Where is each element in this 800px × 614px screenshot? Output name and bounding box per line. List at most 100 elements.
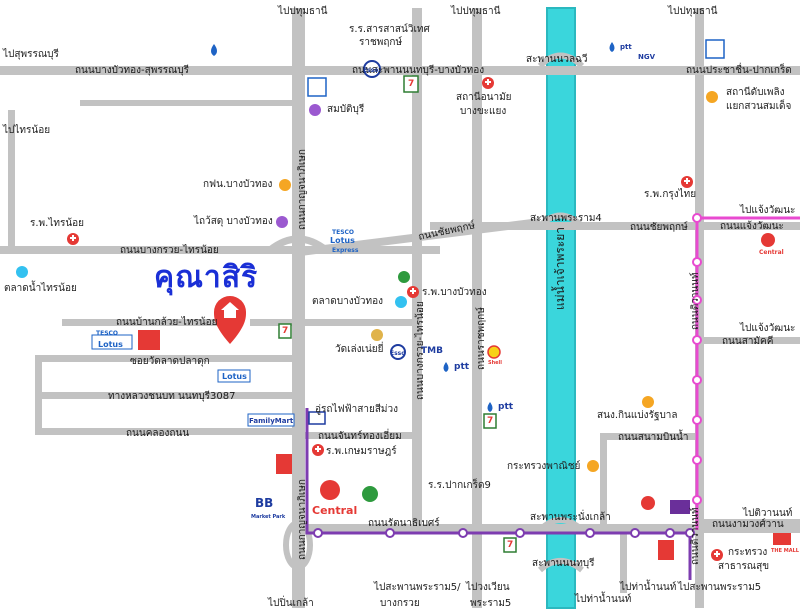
direction-label: ไปไทรน้อย — [3, 125, 51, 136]
direction-label: ไปสุพรรณบุรี — [3, 49, 59, 60]
direction-label: ไปท่าน้ำนนท์ — [575, 594, 632, 605]
wat-icon — [371, 329, 383, 341]
direction-label: พระราม5 — [470, 598, 512, 609]
river-label: แม่น้ำเจ้าพระยา — [553, 226, 567, 310]
place-label: สนง.กินแบ่งรัฐบาล — [597, 410, 678, 421]
road-label: ถนนสามัคคี — [722, 336, 774, 347]
road-label: ถนนบ้านกล้วย-ไทรน้อย — [116, 317, 218, 328]
direction-label: ไปปทุมธานี — [668, 6, 718, 17]
road-label: ซอยวัดลาดปลาดุก — [130, 356, 210, 367]
brand-label: Express — [332, 247, 359, 254]
place-label: ราชพฤกษ์ — [359, 37, 403, 48]
brand-label: TESCO — [96, 330, 119, 337]
brand-label: Lotus — [330, 236, 355, 245]
brand-label: Lotus — [222, 372, 247, 381]
home-pin-icon — [214, 296, 246, 344]
brand-label: NGV — [638, 53, 656, 61]
direction-label: ไปปิ่นเกล้า — [268, 598, 314, 609]
place-label: กฟน.บางบัวทอง — [203, 179, 273, 190]
brand-label: BB — [255, 496, 274, 510]
project-title: คุณาสิริ — [154, 260, 259, 295]
poi-purple — [276, 216, 288, 228]
brand-label: FamilyMart — [249, 417, 294, 425]
direction-label: ไปแจ้งวัฒนะ — [740, 205, 796, 216]
place-label: ไถว้สดุ บางบัวทอง — [194, 216, 273, 227]
brand-label: Esso — [390, 350, 406, 357]
place-label: บางขะแยง — [460, 106, 507, 117]
bridge-label: สะพานพระราม4 — [530, 213, 602, 224]
road-label: ถนนประชาชื่น-ปากเกร็ด — [686, 65, 792, 76]
direction-label: ไปแจ้งวัฒนะ — [740, 323, 796, 334]
poi-orange — [587, 460, 599, 472]
brand-label: Lotus — [98, 340, 123, 349]
road-label: ถนนบางบัวทอง-สุพรรณบุรี — [75, 65, 190, 76]
brand-label: 7 — [408, 79, 415, 89]
brand-label: 7 — [507, 540, 514, 550]
place-label: แยกสวนสมเด็จ — [726, 101, 792, 112]
brand-label: Central — [759, 249, 784, 256]
poi-purple — [309, 104, 321, 116]
brand-label: 7 — [282, 326, 289, 336]
road-label: ถนนงามวงศ์วาน — [712, 519, 784, 530]
brand-label: Esso — [363, 67, 379, 74]
place-label: ร.พ.เกษมราษฎร์ — [326, 446, 397, 457]
road-label: ถนนบางกรวย-ไทรน้อย — [120, 245, 219, 256]
brand-label: Market Park — [251, 514, 286, 520]
place-label: สถานีดับเพลิง — [726, 87, 785, 98]
place-label: ร.พ.ไทรน้อย — [30, 218, 85, 229]
direction-label: ไปสะพานพระราม5 — [678, 582, 762, 593]
road-label: ถนนกาญจนาภิเษก — [297, 149, 308, 230]
road-label: ถนนติวานนท์ — [690, 507, 701, 565]
place-label: ร.พ.กรุงไทย — [644, 189, 697, 200]
place-label: ตลาดน้ำไทรน้อย — [4, 283, 77, 294]
brand-label: TMB — [421, 346, 443, 356]
road-label: ถนนกาญจนาภิเษก — [297, 479, 308, 560]
brand-label: 7 — [487, 416, 494, 426]
place-label: ร.ร.สารสาสน์วิเทศ — [349, 24, 430, 35]
place-label: กระทรวงพาณิชย์ — [507, 461, 581, 472]
place-label: สมบัติบุรี — [327, 104, 365, 115]
road-label: ถนนแจ้งวัฒนะ — [720, 221, 784, 232]
chao-phraya-river — [546, 7, 576, 609]
poi-orange — [279, 179, 291, 191]
place-label: กระทรวง — [728, 547, 768, 558]
roads — [0, 8, 800, 608]
road-label: ถนนรัตนาธิเบศร์ — [368, 518, 440, 529]
poi-orange — [706, 91, 718, 103]
direction-label: ไปติวานนท์ — [743, 508, 793, 519]
fuel-station-icon — [211, 42, 615, 412]
place-label: ตลาดบางบัวทอง — [312, 296, 384, 307]
direction-label: ไปวงเวียน — [466, 582, 510, 593]
place-label: ร.ร.ปากเกร็ด9 — [428, 480, 491, 491]
poi-cyan — [16, 266, 28, 278]
poi-cyan — [395, 296, 407, 308]
place-label: สาธารณสุข — [718, 561, 770, 572]
direction-label: ไปปทุมธานี — [278, 6, 328, 17]
hospital-cross-icon — [67, 77, 723, 561]
road-label: ถนนสนามบินน้ำ — [618, 432, 689, 443]
seven-eleven-icon — [278, 75, 517, 553]
brand-label: ptt — [498, 402, 514, 412]
brand-label: Shell — [488, 360, 502, 366]
direction-label: ไปสะพานพระราม5/ — [374, 582, 461, 593]
brand-label: ptt — [620, 43, 632, 51]
road-label: ถนนจันทร์ทองเอี่ยม — [318, 431, 402, 442]
bridge-label: สะพานนนทบุรี — [532, 558, 595, 569]
brand-label: Central — [312, 504, 358, 517]
central-logo — [320, 233, 775, 510]
road-label: ถนนชัยพฤกษ์ — [630, 222, 688, 233]
direction-label: บางกรวย — [380, 598, 420, 609]
road-label: ถนนคลองถนน — [126, 428, 190, 439]
road-label: ถนนติวานนท์ — [690, 272, 701, 330]
road-label: ถนนราชพฤกษ์ — [476, 307, 487, 370]
place-label: วัดเล่งเน่ยยี่ — [335, 344, 384, 355]
road-label: ถนนสะพานนนทบุรี-บางบัวทอง — [352, 65, 485, 76]
place-label: ร.พ.บางบัวทอง — [422, 287, 487, 298]
purple-line — [305, 408, 692, 580]
bridge-label: สะพานพระนั่งเกล้า — [530, 512, 611, 523]
brand-label: THE MALL — [771, 548, 799, 554]
brand-label: ptt — [454, 362, 470, 372]
place-label: สถานีอนามัย — [456, 92, 512, 103]
